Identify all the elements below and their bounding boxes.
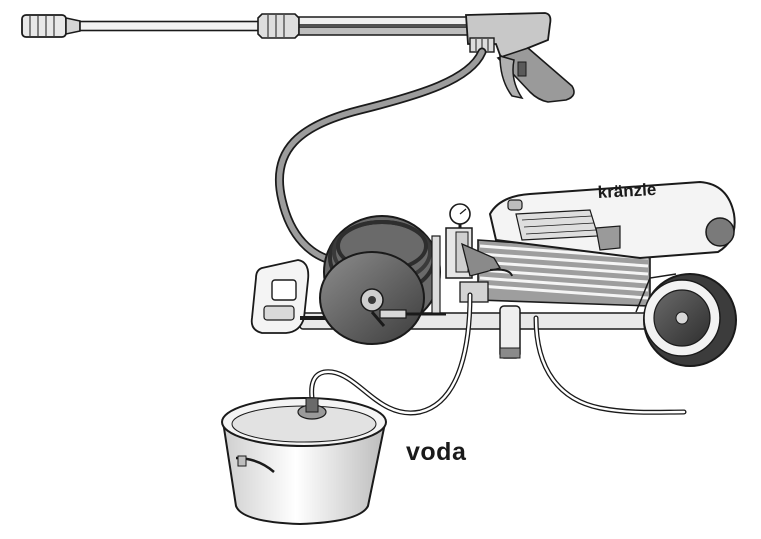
hose-reel-icon [319, 215, 446, 345]
handle-icon [250, 259, 330, 334]
spray-lance-icon [21, 13, 470, 39]
brand-logo: kränzle [597, 180, 657, 202]
hose-icon-suction [309, 292, 687, 416]
bucket-icon [221, 397, 387, 526]
trigger-gun-icon [465, 12, 575, 103]
hose-icon [274, 47, 487, 267]
water-label: voda [406, 438, 467, 466]
pressure-washer-icon [445, 180, 737, 367]
